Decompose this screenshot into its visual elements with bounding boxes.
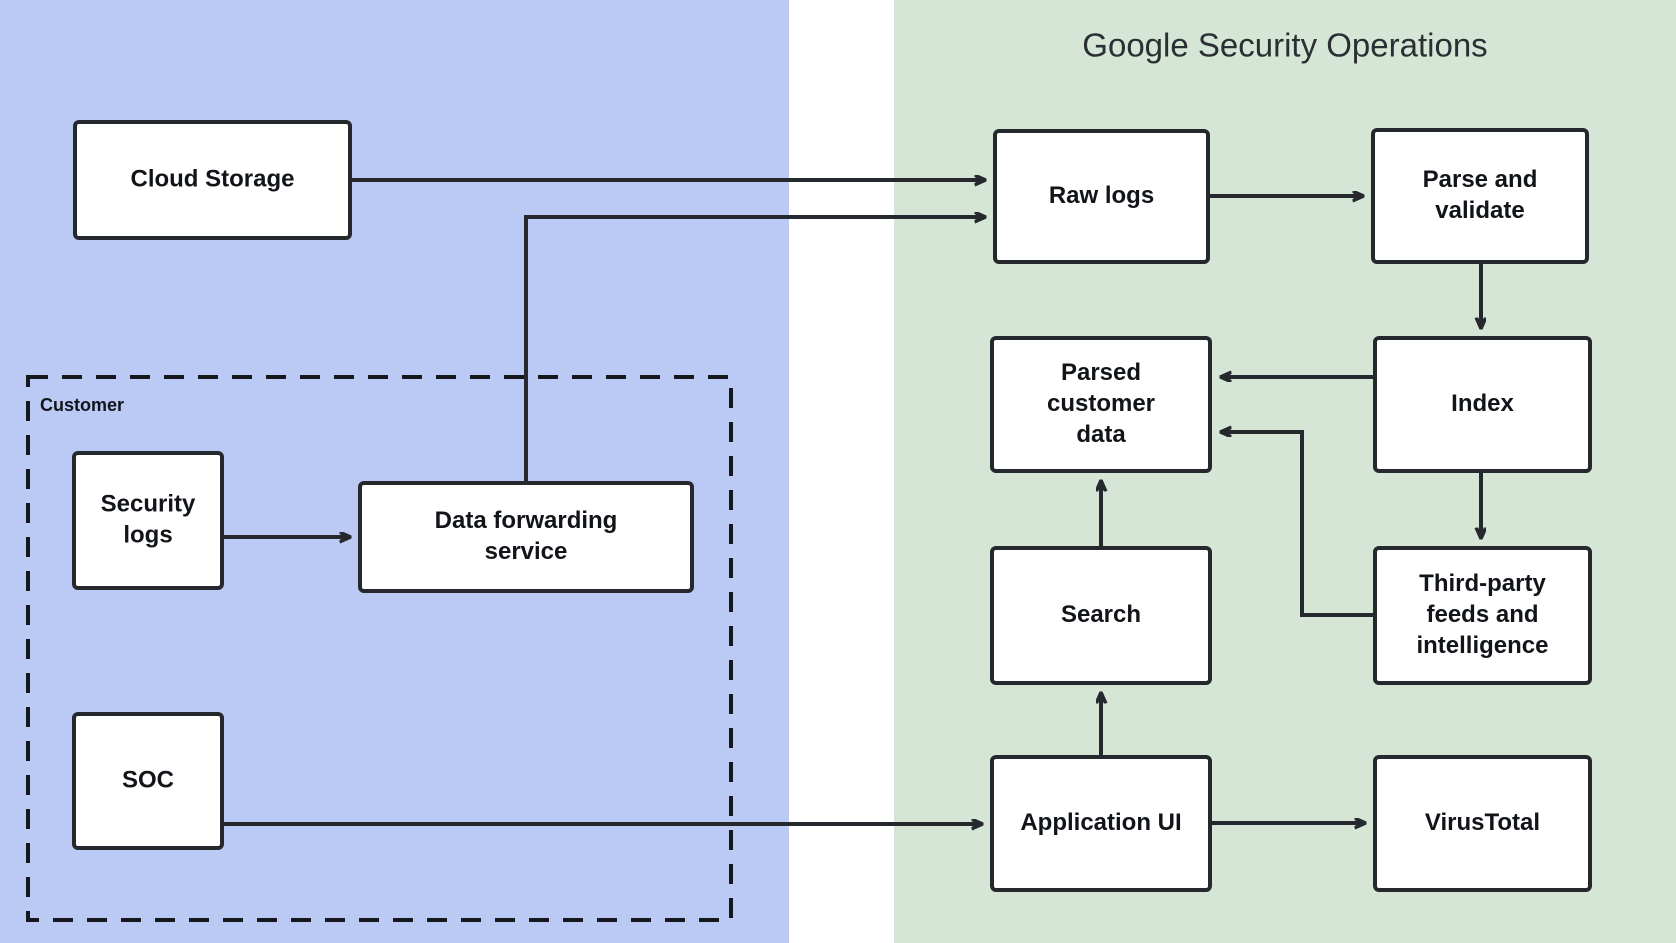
node-label-search: Search bbox=[1061, 601, 1141, 628]
node-label-third-party: intelligence bbox=[1416, 632, 1548, 659]
node-box-parsed-data[interactable] bbox=[990, 336, 1212, 473]
node-box-raw-logs[interactable] bbox=[993, 129, 1210, 264]
node-data-forwarding[interactable]: Data forwarding service bbox=[358, 481, 694, 593]
node-label-virustotal: VirusTotal bbox=[1425, 809, 1540, 836]
node-box-parse-validate[interactable] bbox=[1371, 128, 1589, 264]
node-label-raw-logs: Raw logs bbox=[1049, 182, 1154, 209]
groups-layer: Customer bbox=[26, 375, 733, 922]
node-virustotal[interactable]: VirusTotal bbox=[1373, 755, 1592, 892]
node-search[interactable]: Search bbox=[990, 546, 1212, 685]
edge-third-party-to-parsed-data bbox=[1221, 432, 1375, 617]
edge-data-forwarding-to-raw-logs bbox=[524, 217, 985, 483]
node-box-index[interactable] bbox=[1373, 336, 1592, 473]
node-index[interactable]: Index bbox=[1373, 336, 1592, 473]
node-label-soc: SOC bbox=[122, 766, 174, 793]
group-label-customer-group: Customer bbox=[40, 395, 124, 415]
node-security-logs[interactable]: Security logs bbox=[72, 451, 224, 590]
node-box-data-forwarding[interactable] bbox=[358, 481, 694, 593]
node-label-security-logs: Security bbox=[101, 490, 196, 517]
node-label-parsed-data: customer bbox=[1047, 390, 1155, 417]
node-box-security-logs[interactable] bbox=[72, 451, 224, 590]
node-label-third-party: Third-party bbox=[1419, 570, 1546, 597]
group-boundary-customer-group bbox=[26, 375, 733, 922]
node-raw-logs[interactable]: Raw logs bbox=[993, 129, 1210, 264]
node-label-cloud-storage: Cloud Storage bbox=[130, 165, 294, 192]
node-label-third-party: feeds and bbox=[1426, 601, 1538, 628]
node-parsed-data[interactable]: Parsed customer data bbox=[990, 336, 1212, 473]
node-parse-validate[interactable]: Parse and validate bbox=[1371, 128, 1589, 264]
node-box-application-ui[interactable] bbox=[990, 755, 1212, 892]
node-label-data-forwarding: Data forwarding bbox=[435, 507, 618, 534]
node-application-ui[interactable]: Application UI bbox=[990, 755, 1212, 892]
node-label-security-logs: logs bbox=[123, 521, 172, 548]
node-label-data-forwarding: service bbox=[485, 538, 568, 565]
node-box-search[interactable] bbox=[990, 546, 1212, 685]
node-label-application-ui: Application UI bbox=[1020, 809, 1181, 836]
node-soc[interactable]: SOC bbox=[72, 712, 224, 850]
node-third-party[interactable]: Third-party feeds and intelligence bbox=[1373, 546, 1592, 685]
panel-title-secops-panel: Google Security Operations bbox=[1082, 27, 1487, 64]
node-label-parsed-data: Parsed bbox=[1061, 359, 1141, 386]
node-box-soc[interactable] bbox=[72, 712, 224, 850]
node-label-index: Index bbox=[1451, 390, 1514, 417]
node-label-parsed-data: data bbox=[1076, 421, 1126, 448]
node-box-third-party[interactable] bbox=[1373, 546, 1592, 685]
node-box-virustotal[interactable] bbox=[1373, 755, 1592, 892]
node-label-parse-validate: Parse and bbox=[1423, 166, 1538, 193]
node-box-cloud-storage[interactable] bbox=[73, 120, 352, 240]
node-label-parse-validate: validate bbox=[1435, 197, 1524, 224]
node-cloud-storage[interactable]: Cloud Storage bbox=[73, 120, 352, 240]
edges-layer bbox=[222, 180, 1481, 824]
